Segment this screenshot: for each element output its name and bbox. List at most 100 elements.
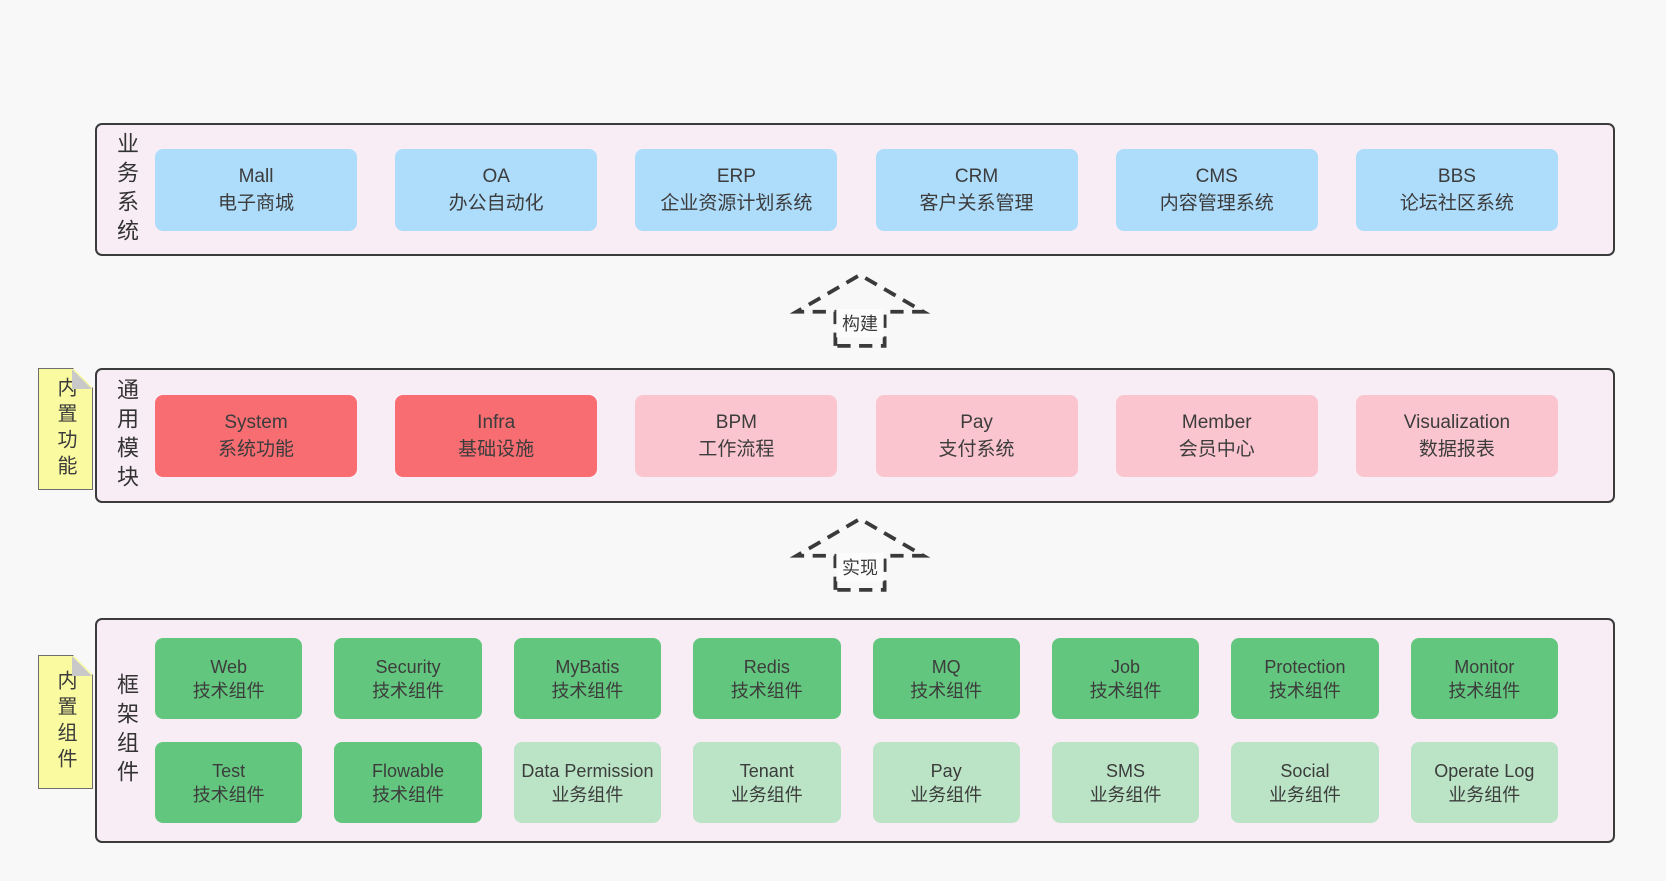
box-social: Social 业务组件 — [1231, 742, 1379, 823]
arrow-label-bg — [836, 552, 884, 582]
box-title: Security — [375, 656, 441, 677]
common-modules-row: System 系统功能 Infra 基础设施 BPM 工作流程 Pay 支付系统 Mem… — [155, 370, 1613, 501]
box-operate-log: Operate Log 业务组件 — [1410, 742, 1558, 823]
box-title: Mall — [238, 165, 274, 187]
box-title: Pay — [930, 760, 962, 781]
arrow-label: 实现 — [842, 558, 878, 578]
box-title: OA — [482, 165, 510, 187]
box-title: ERP — [716, 165, 756, 187]
box-subtitle: 会员中心 — [1178, 438, 1255, 460]
box-subtitle: 技术组件 — [192, 784, 265, 805]
sticky-note-text: 内置功能 — [54, 377, 76, 481]
box-subtitle: 技术组件 — [192, 680, 265, 701]
sticky-note-built-in-features: 内置功能 — [38, 368, 93, 490]
panel-label-business: 业务系统 — [97, 125, 155, 254]
implement-arrow: 实现 — [789, 516, 931, 592]
box-title: Test — [212, 760, 246, 781]
box-subtitle: 办公自动化 — [448, 192, 544, 214]
box-redis: Redis 技术组件 — [693, 638, 841, 719]
box-mall: Mall 电子商城 — [155, 148, 357, 231]
box-subtitle: 系统功能 — [217, 438, 294, 460]
box-flowable: Flowable 技术组件 — [334, 742, 482, 823]
box-bbs: BBS 论坛社区系统 — [1355, 148, 1558, 231]
box-job: Job 技术组件 — [1051, 638, 1200, 719]
box-title: Operate Log — [1434, 760, 1535, 781]
box-subtitle: 技术组件 — [910, 680, 983, 701]
box-title: BPM — [715, 411, 757, 433]
box-pay-component: Pay 业务组件 — [872, 742, 1020, 823]
box-subtitle: 业务组件 — [730, 784, 803, 805]
box-subtitle: 技术组件 — [1268, 680, 1341, 701]
box-title: Social — [1280, 760, 1330, 781]
box-web: Web 技术组件 — [155, 638, 303, 719]
box-subtitle: 企业资源计划系统 — [660, 192, 813, 214]
box-title: MQ — [931, 656, 961, 677]
panel-label-components: 框架组件 — [97, 620, 155, 841]
box-title: System — [224, 411, 288, 433]
box-title: Member — [1181, 411, 1252, 433]
box-title: Infra — [477, 411, 516, 433]
common-modules-panel: 通用模块 System 系统功能 Infra 基础设施 BPM 工作流程 Pay 支付系… — [95, 368, 1615, 503]
box-title: Web — [210, 656, 248, 677]
box-title: MyBatis — [555, 656, 620, 677]
box-subtitle: 客户关系管理 — [919, 192, 1034, 214]
box-system: System 系统功能 — [155, 394, 357, 477]
box-title: CRM — [954, 165, 999, 187]
note-fold-corner-icon — [72, 369, 92, 389]
box-crm: CRM 客户关系管理 — [875, 148, 1078, 231]
box-tenant: Tenant 业务组件 — [693, 742, 841, 823]
box-erp: ERP 企业资源计划系统 — [635, 148, 838, 231]
box-title: Flowable — [372, 760, 445, 781]
box-data-permission: Data Permission 业务组件 — [513, 742, 662, 823]
box-subtitle: 技术组件 — [730, 680, 803, 701]
box-title: Data Permission — [521, 760, 654, 781]
box-visualization: Visualization 数据报表 — [1355, 394, 1558, 477]
box-monitor: Monitor 技术组件 — [1410, 638, 1558, 719]
business-systems-panel: 业务系统 Mall 电子商城 OA 办公自动化 ERP 企业资源计划系统 CRM 客户关… — [95, 123, 1615, 256]
panel-label-modules: 通用模块 — [97, 370, 155, 501]
box-subtitle: 技术组件 — [1448, 680, 1521, 701]
note-fold-corner-icon — [72, 656, 92, 676]
sticky-note-text: 内置组件 — [54, 670, 76, 774]
box-subtitle: 业务组件 — [1268, 784, 1341, 805]
box-pay-module: Pay 支付系统 — [875, 394, 1078, 477]
box-bpm: BPM 工作流程 — [635, 394, 838, 477]
box-subtitle: 业务组件 — [1089, 784, 1162, 805]
build-arrow: 构建 — [789, 272, 931, 348]
box-subtitle: 电子商城 — [217, 192, 294, 214]
box-subtitle: 数据报表 — [1418, 438, 1495, 460]
box-title: Tenant — [739, 760, 794, 781]
box-title: Job — [1111, 656, 1141, 677]
box-title: Pay — [960, 411, 993, 433]
arrow-label: 构建 — [842, 314, 878, 334]
box-title: Redis — [743, 656, 790, 677]
box-member: Member 会员中心 — [1115, 394, 1318, 477]
arrow-outline — [789, 272, 931, 348]
box-test: Test 技术组件 — [155, 742, 303, 823]
box-title: BBS — [1437, 165, 1476, 187]
box-mybatis: MyBatis 技术组件 — [513, 638, 662, 719]
box-subtitle: 业务组件 — [1448, 784, 1521, 805]
business-systems-row: Mall 电子商城 OA 办公自动化 ERP 企业资源计划系统 CRM 客户关系管理 C… — [155, 125, 1613, 254]
panel-label-text: 框架组件 — [114, 672, 139, 789]
panel-label-text: 通用模块 — [114, 377, 139, 494]
box-subtitle: 业务组件 — [551, 784, 624, 805]
box-title: Monitor — [1454, 656, 1515, 677]
box-subtitle: 基础设施 — [458, 438, 535, 460]
box-subtitle: 技术组件 — [551, 680, 624, 701]
box-subtitle: 内容管理系统 — [1159, 192, 1274, 214]
box-subtitle: 技术组件 — [1089, 680, 1162, 701]
box-title: Visualization — [1403, 411, 1511, 433]
box-subtitle: 工作流程 — [698, 438, 775, 460]
box-infra: Infra 基础设施 — [395, 394, 598, 477]
box-subtitle: 技术组件 — [372, 784, 445, 805]
panel-label-text: 业务系统 — [114, 131, 139, 248]
box-oa: OA 办公自动化 — [395, 148, 598, 231]
box-subtitle: 支付系统 — [938, 438, 1015, 460]
box-subtitle: 业务组件 — [910, 784, 983, 805]
box-subtitle: 论坛社区系统 — [1399, 192, 1514, 214]
